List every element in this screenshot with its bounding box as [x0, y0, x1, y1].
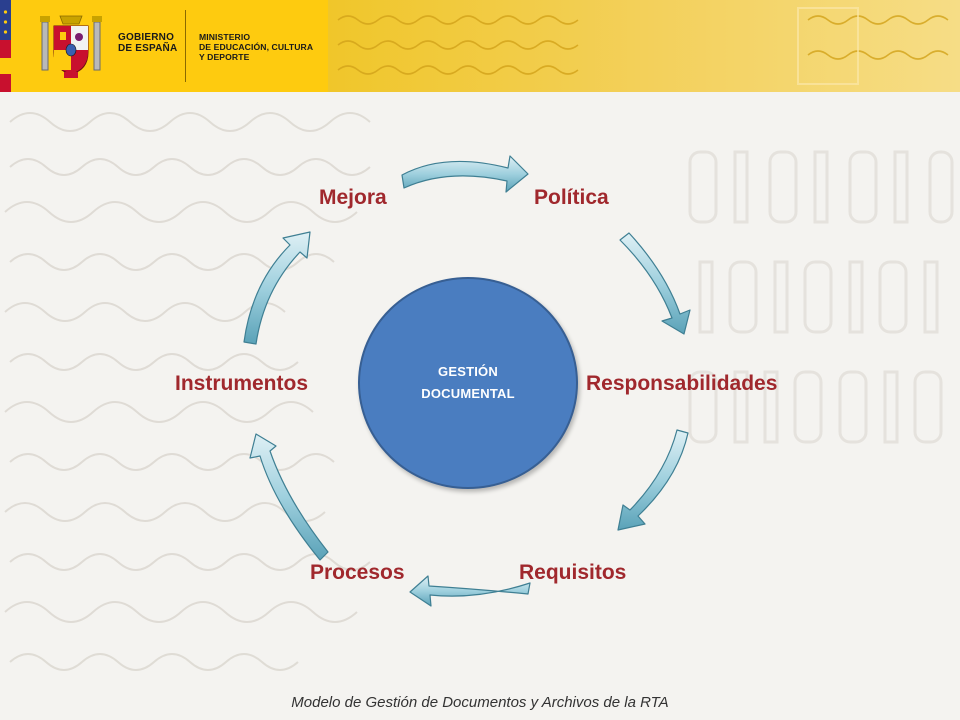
- ministry-line: Y DEPORTE: [199, 52, 250, 62]
- manuscript-background: [4, 112, 954, 671]
- arrow-instrumentos-mejora: [243, 231, 311, 345]
- manuscript-banner-image: [328, 0, 960, 92]
- node-requisitos: Requisitos: [519, 561, 627, 584]
- arrow-mejora-politica: [401, 155, 529, 193]
- arrow-responsabilidades-requisitos: [617, 429, 689, 531]
- node-politica: Política: [534, 186, 609, 209]
- ministry-line: MINISTERIO: [199, 32, 251, 42]
- center-circle: GESTIÓN DOCUMENTAL: [358, 277, 578, 489]
- arrow-requisitos-procesos: [409, 575, 531, 607]
- node-instrumentos: Instrumentos: [175, 372, 309, 395]
- node-mejora: Mejora: [319, 186, 387, 209]
- center-label-line: DOCUMENTAL: [421, 386, 515, 401]
- footer-caption: Modelo de Gestión de Documentos y Archiv…: [291, 694, 669, 711]
- arrow-procesos-instrumentos: [249, 433, 329, 561]
- node-responsabilidades: Responsabilidades: [586, 372, 778, 395]
- government-line: DE ESPAÑA: [118, 43, 178, 54]
- header-banner: GOBIERNO DE ESPAÑA MINISTERIO DE EDUCACI…: [0, 0, 960, 92]
- eu-flag-strip: [0, 0, 11, 92]
- coat-of-arms-icon: [40, 15, 102, 78]
- government-line: GOBIERNO: [118, 32, 175, 43]
- node-procesos: Procesos: [310, 561, 405, 584]
- government-name: GOBIERNO DE ESPAÑA: [118, 32, 177, 54]
- header-divider: [185, 10, 186, 82]
- ministry-name: MINISTERIO DE EDUCACIÓN, CULTURA Y DEPOR…: [199, 32, 313, 62]
- ministry-line: DE EDUCACIÓN, CULTURA: [199, 42, 314, 52]
- center-label-line: GESTIÓN: [438, 364, 498, 379]
- arrow-politica-responsabilidades: [619, 232, 691, 335]
